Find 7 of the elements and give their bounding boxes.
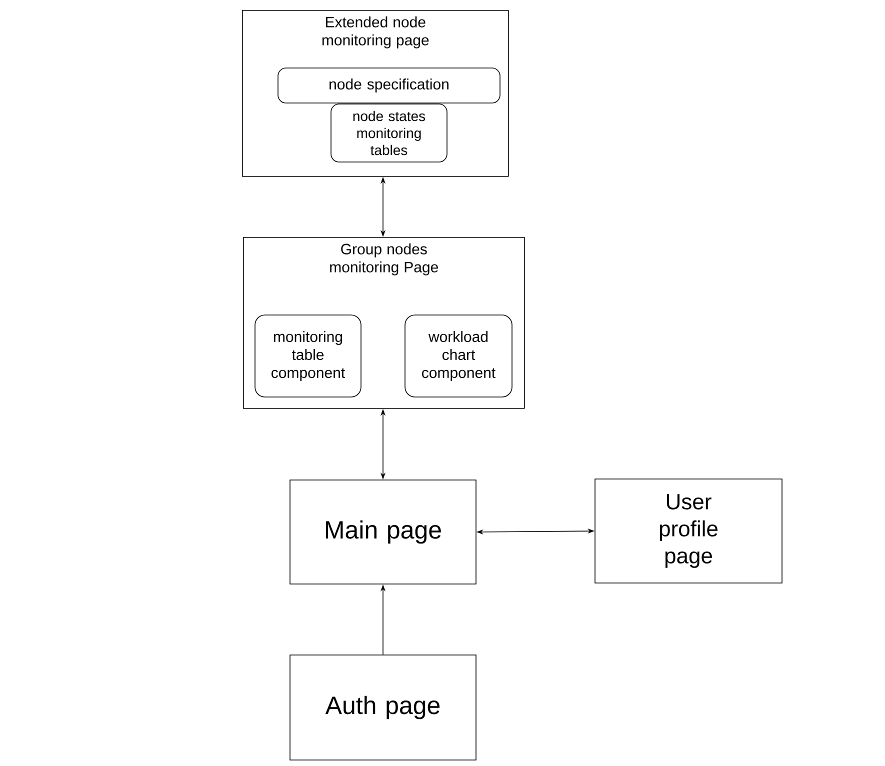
component-box: node states monitoring tables — [330, 104, 448, 162]
component-box: workload chart component — [404, 314, 512, 398]
page-box: Auth page — [290, 654, 476, 760]
component-box: monitoring table component — [254, 314, 362, 398]
page-box: User profile page — [594, 478, 782, 584]
component-box: node specification — [278, 68, 500, 104]
page-box: Main page — [290, 480, 476, 584]
